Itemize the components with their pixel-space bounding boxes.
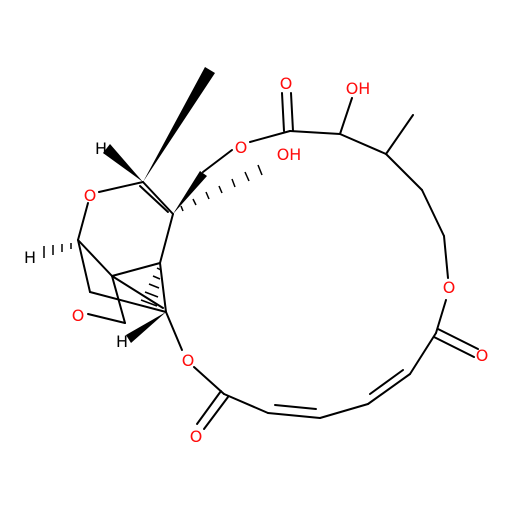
bond: [87, 313, 126, 324]
bond: [339, 97, 353, 135]
atom-oxygen-ester-lower: O: [182, 351, 195, 370]
bond: [367, 373, 411, 405]
wedge-layer: [103, 67, 215, 343]
hash-bond: [257, 164, 263, 176]
atom-oxygen-ester-right: O: [443, 278, 456, 297]
hash-layer: [43, 164, 263, 307]
hash-bond: [231, 178, 236, 188]
bond: [196, 390, 222, 425]
bond: [385, 114, 414, 155]
bond: [281, 92, 285, 132]
atom-oxygen-epoxide: O: [72, 306, 85, 325]
bond: [77, 202, 89, 241]
bond: [193, 366, 225, 395]
atom-oxygen-carbonyl-right: O: [476, 346, 489, 365]
bond: [435, 299, 447, 334]
atom-oxygen-carbonyl-lower: O: [190, 427, 203, 446]
hash-bond: [140, 299, 158, 307]
bond: [203, 396, 229, 430]
bond: [319, 403, 369, 419]
wedge-bond: [173, 171, 207, 214]
atom-oxygen-ring-left: O: [84, 186, 97, 205]
hash-bond: [218, 185, 223, 194]
bond: [77, 239, 113, 277]
atom-hydrogen-lower: H: [116, 332, 128, 351]
bond: [98, 181, 144, 193]
hash-bond: [244, 171, 250, 182]
wedge-bond: [143, 67, 215, 182]
bond: [223, 393, 269, 414]
hash-bond: [180, 205, 184, 212]
hash-bond: [152, 275, 161, 280]
bond: [409, 332, 437, 375]
hash-bond: [156, 267, 162, 271]
bond-layer: [77, 92, 479, 430]
bond: [142, 181, 174, 215]
bond: [289, 130, 341, 135]
bond: [339, 133, 387, 155]
atom-hydroxyl-inner: OH: [277, 145, 302, 164]
hash-bond: [192, 198, 197, 206]
bond: [249, 130, 291, 143]
hash-bond: [148, 283, 160, 289]
bond: [89, 291, 167, 313]
bond: [159, 213, 174, 264]
hash-bond: [144, 291, 159, 298]
bond: [443, 235, 449, 279]
bond: [369, 369, 404, 395]
bond: [202, 149, 233, 173]
hash-bond: [205, 191, 210, 200]
bond: [159, 262, 167, 313]
atom-hydrogen-upper-left: H: [95, 139, 107, 158]
wedge-bond: [126, 312, 166, 343]
bond: [139, 185, 169, 213]
bond: [267, 412, 321, 419]
bond: [421, 189, 445, 237]
atom-hydrogen-left: H: [24, 248, 36, 267]
bond: [385, 153, 423, 191]
bond: [433, 336, 475, 358]
atom-hydroxyl-upper: OH: [346, 79, 371, 98]
bond: [165, 311, 183, 351]
bond: [77, 239, 91, 293]
bond: [437, 328, 479, 350]
bond: [111, 275, 126, 324]
bond: [111, 275, 164, 309]
bond: [111, 262, 161, 277]
atom-labels: O O OH OH O H H O H O O O O: [24, 74, 488, 446]
wedge-bond: [103, 144, 143, 182]
bond: [290, 92, 294, 132]
bond: [274, 404, 317, 410]
atom-oxygen-carbonyl-top: O: [280, 74, 293, 93]
atom-oxygen-ester-top: O: [235, 138, 248, 157]
